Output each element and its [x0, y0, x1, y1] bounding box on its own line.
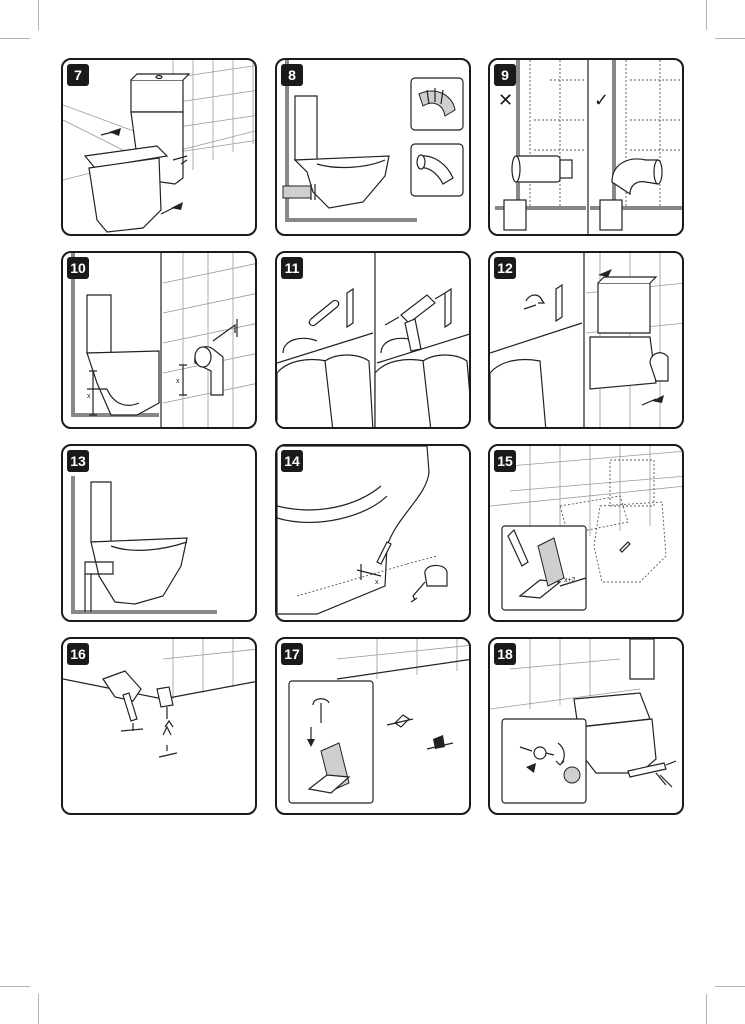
mark-floor-position-illustration: x — [277, 446, 448, 615]
step-number-badge: 8 — [281, 64, 303, 86]
dimension-label: x — [176, 378, 180, 385]
step-panel-15: 15 x+2 — [488, 444, 684, 622]
drill-floor-plug-illustration — [63, 639, 255, 758]
pipe-connection-comparison-illustration — [495, 60, 682, 234]
right-mark: ✓ — [594, 90, 610, 111]
toilet-tiled-wall-illustration — [63, 60, 255, 233]
fix-bracket-mount-toilet-illustration — [490, 253, 682, 427]
toilet-installed-profile-illustration — [71, 476, 217, 614]
step-number-badge: 10 — [67, 257, 89, 279]
step-number-badge: 14 — [281, 450, 303, 472]
crop-mark — [38, 994, 39, 1024]
attach-floor-brackets-illustration — [288, 639, 469, 804]
step-panel-11: 11 — [275, 251, 471, 429]
crop-mark — [715, 986, 745, 987]
step-panel-12: 12 — [488, 251, 684, 429]
step-number-badge: 11 — [281, 257, 303, 279]
dimension-label: x — [375, 579, 379, 586]
crop-mark — [706, 994, 707, 1024]
crop-mark — [706, 0, 707, 30]
dimension-label: x+2 — [564, 577, 576, 584]
step-number-badge: 17 — [281, 643, 303, 665]
step-panel-13: 13 — [61, 444, 257, 622]
step-panel-9: 9 ✕ ✓ — [488, 58, 684, 236]
step-number-badge: 7 — [67, 64, 89, 86]
crop-mark — [0, 986, 30, 987]
step-panel-16: 16 — [61, 637, 257, 815]
screw-cover-silicone-illustration — [490, 639, 677, 804]
crop-mark — [0, 38, 30, 39]
step-number-badge: 13 — [67, 450, 89, 472]
measure-outlet-height-illustration: x x — [71, 253, 255, 427]
step-number-badge: 18 — [494, 643, 516, 665]
step-panel-18: 18 — [488, 637, 684, 815]
step-number-badge: 12 — [494, 257, 516, 279]
wrong-mark: ✕ — [498, 90, 514, 111]
toilet-profile-connector-illustration — [282, 60, 464, 222]
step-panel-14: 14 x — [275, 444, 471, 622]
dimension-label: x — [87, 393, 91, 400]
drill-bracket-holes-illustration — [277, 253, 469, 427]
step-panel-17: 17 — [275, 637, 471, 815]
crop-mark — [715, 38, 745, 39]
step-number-badge: 9 — [494, 64, 516, 86]
step-number-badge: 15 — [494, 450, 516, 472]
step-panel-7: 7 — [61, 58, 257, 236]
step-panel-8: 8 — [275, 58, 471, 236]
crop-mark — [38, 0, 39, 30]
step-number-badge: 16 — [67, 643, 89, 665]
mark-floor-points-illustration: x+2 — [490, 446, 682, 611]
step-panel-10: 10 x x — [61, 251, 257, 429]
